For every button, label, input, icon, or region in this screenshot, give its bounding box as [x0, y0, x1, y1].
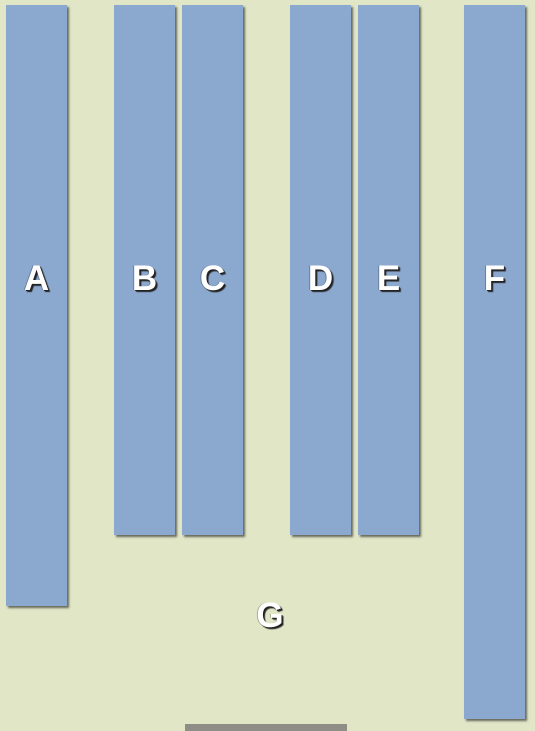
panel-c-label: C: [199, 259, 226, 298]
panel-b: B: [114, 5, 175, 535]
panel-b-label: B: [131, 259, 158, 298]
panel-d: D: [290, 5, 351, 535]
area-g-label: G: [256, 596, 284, 635]
panel-e-label: E: [376, 259, 401, 298]
panel-f-label: F: [483, 259, 506, 298]
panel-d-label: D: [307, 259, 334, 298]
bottom-bar: [185, 724, 347, 731]
panel-e: E: [358, 5, 419, 535]
panel-c: C: [182, 5, 243, 535]
panel-f: F: [464, 5, 525, 719]
panel-a: A: [6, 5, 67, 606]
panel-a-label: A: [23, 259, 50, 298]
